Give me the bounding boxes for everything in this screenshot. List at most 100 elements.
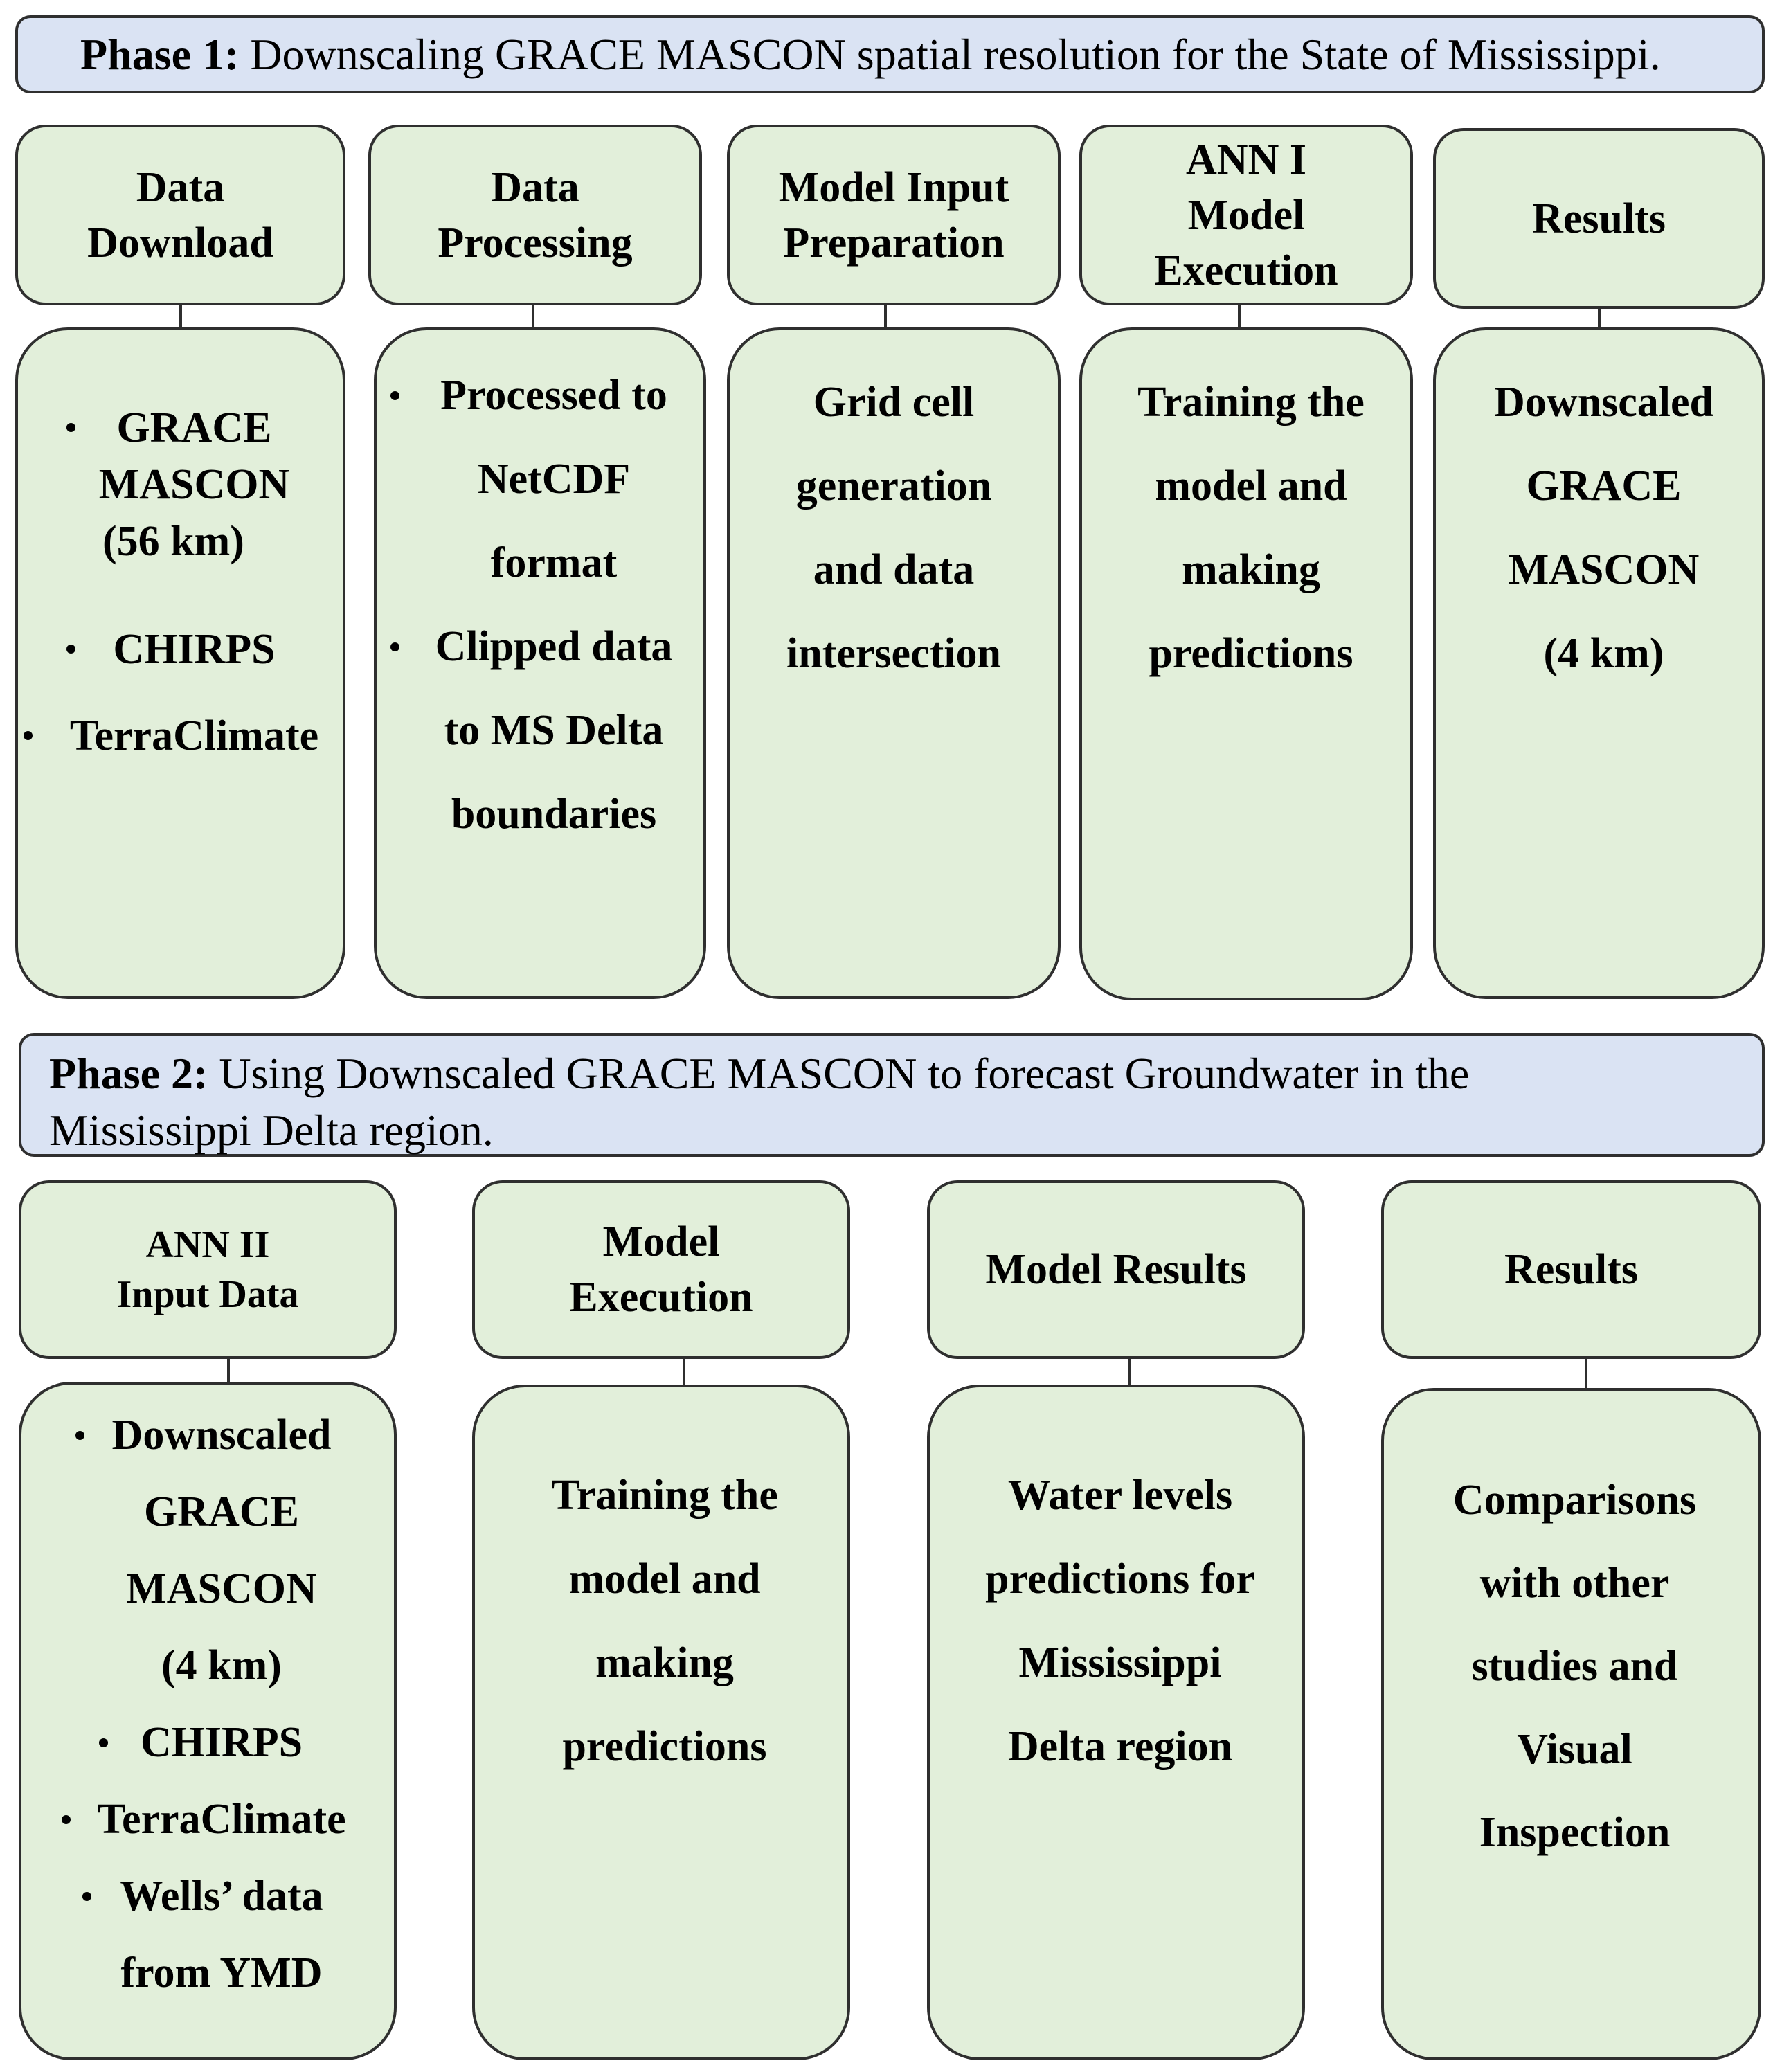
bullet-item: Clipped data to MS Delta boundaries	[377, 605, 703, 856]
p1-body-data-processing: Processed to NetCDF format Clipped data …	[374, 327, 706, 999]
p1-body-model-input-preparation: Grid cell generation and data intersecti…	[727, 327, 1061, 999]
body-line: making	[1182, 546, 1320, 593]
body-line: Clipped data	[435, 623, 673, 670]
header-line: ANN I	[1186, 136, 1306, 183]
bullet-dot	[24, 731, 33, 740]
header-line: Results	[1532, 195, 1666, 242]
p2-body-model-execution: Training the model and making prediction…	[472, 1385, 850, 2060]
body-line: predictions	[562, 1723, 767, 1770]
header-line: Execution	[569, 1274, 753, 1321]
phase1-title: Downscaling GRACE MASCON spatial resolut…	[239, 30, 1661, 79]
bullet-item: GRACE MASCON (56 km)	[18, 399, 343, 570]
header-line: Preparation	[783, 219, 1005, 267]
p2-header-model-execution: Model Execution	[472, 1180, 850, 1359]
body-line: Inspection	[1479, 1809, 1671, 1856]
body-line: TerraClimate	[69, 712, 319, 759]
body-line: Grid cell	[813, 379, 975, 426]
p2-body-results: Comparisons with other studies and Visua…	[1381, 1388, 1761, 2060]
bullet-item: TerraClimate	[21, 1781, 394, 1858]
body-line: from YMD	[120, 1949, 323, 1997]
p1-header-results: Results	[1433, 128, 1765, 309]
header-line: Execution	[1154, 246, 1338, 294]
header-line: Data	[491, 163, 579, 211]
header-line: Input Data	[116, 1273, 299, 1316]
bullet-dot	[390, 642, 399, 651]
bullet-dot	[82, 1892, 91, 1901]
body-line: intersection	[786, 630, 1001, 677]
bullet-item: Wells’ data from YMD	[21, 1858, 394, 2012]
p1-header-ann1-model-execution: ANN I Model Execution	[1079, 125, 1413, 305]
body-line: Wells’ data	[120, 1873, 323, 1920]
connector	[1598, 309, 1601, 327]
connector	[683, 1359, 685, 1385]
body-text: Downscaled GRACE MASCON (4 km)	[1436, 361, 1762, 696]
body-text: Water levels predictions for Mississippi…	[930, 1454, 1302, 1789]
p1-header-model-input-preparation: Model Input Preparation	[727, 125, 1061, 305]
body-line: predictions	[1149, 630, 1353, 677]
header-line: ANN II	[145, 1223, 270, 1266]
body-line: GRACE	[116, 404, 272, 451]
p1-header-data-download: Data Download	[15, 125, 345, 305]
body-line: generation	[795, 462, 992, 510]
body-line: with other	[1479, 1560, 1670, 1607]
body-line: Downscaled	[111, 1412, 332, 1459]
body-line: Training the	[1137, 379, 1365, 426]
body-line: TerraClimate	[97, 1796, 346, 1843]
body-line: NetCDF	[477, 456, 631, 503]
body-line: Downscaled	[1494, 379, 1713, 426]
body-text: Training the model and making prediction…	[1082, 361, 1410, 696]
body-line: and data	[813, 546, 975, 593]
body-text: Grid cell generation and data intersecti…	[730, 361, 1058, 696]
body-line: MASCON	[1508, 546, 1700, 593]
bullet-dot	[66, 423, 75, 432]
body-text: Training the model and making prediction…	[475, 1454, 847, 1789]
body-line: (4 km)	[161, 1642, 282, 1689]
bullet-dot	[66, 645, 75, 654]
bullet-dot	[390, 391, 399, 400]
connector	[884, 305, 887, 327]
bullet-dot	[75, 1431, 84, 1440]
body-line: making	[595, 1639, 734, 1686]
phase2-title: Using Downscaled GRACE MASCON to forecas…	[208, 1049, 1470, 1098]
p2-header-results: Results	[1381, 1180, 1761, 1359]
body-line: Training the	[551, 1472, 778, 1519]
p1-body-ann1-model-execution: Training the model and making prediction…	[1079, 327, 1413, 1000]
bullet-item: Downscaled GRACE MASCON (4 km)	[21, 1397, 394, 1704]
header-line: Model	[602, 1218, 720, 1265]
p2-header-model-results: Model Results	[927, 1180, 1305, 1359]
body-line: model and	[1155, 462, 1347, 510]
connector	[227, 1359, 230, 1382]
bullet-item: CHIRPS	[21, 1704, 394, 1781]
connector	[179, 305, 182, 327]
connector	[532, 305, 534, 327]
body-line: Visual	[1517, 1726, 1632, 1773]
connector	[1238, 305, 1241, 327]
phase1-banner: Phase 1: Downscaling GRACE MASCON spatia…	[15, 15, 1765, 93]
body-line: boundaries	[451, 791, 657, 838]
bullet-item: TerraClimate	[18, 708, 343, 764]
body-line: model and	[568, 1556, 761, 1603]
phase2-banner: Phase 2: Using Downscaled GRACE MASCON t…	[19, 1033, 1765, 1157]
header-line: Model Input	[778, 163, 1009, 211]
header-line: Model Results	[985, 1246, 1247, 1293]
body-line: MASCON	[98, 461, 290, 508]
body-line: GRACE	[1526, 462, 1682, 510]
p2-header-ann2-input-data: ANN II Input Data	[19, 1180, 397, 1359]
header-line: Data	[136, 163, 225, 211]
p1-body-data-download: GRACE MASCON (56 km) CHIRPS TerraClimate	[15, 327, 345, 999]
phase2-title-line: Phase 2: Using Downscaled GRACE MASCON t…	[49, 1045, 1734, 1102]
p1-header-data-processing: Data Processing	[368, 125, 702, 305]
bullet-item: Processed to NetCDF format	[377, 354, 703, 605]
p1-body-results: Downscaled GRACE MASCON (4 km)	[1433, 327, 1765, 999]
body-line: Processed to	[440, 372, 667, 419]
phase2-label: Phase 2:	[49, 1049, 208, 1098]
body-line: (56 km)	[102, 518, 244, 565]
body-line: CHIRPS	[140, 1719, 303, 1766]
header-line: Processing	[438, 219, 633, 267]
body-line: Water levels	[1007, 1472, 1233, 1519]
body-line: format	[490, 539, 618, 586]
bullet-item: CHIRPS	[18, 621, 343, 678]
body-line: predictions for	[985, 1556, 1255, 1603]
header-line: Model	[1187, 191, 1305, 239]
body-line: Delta region	[1007, 1723, 1233, 1770]
